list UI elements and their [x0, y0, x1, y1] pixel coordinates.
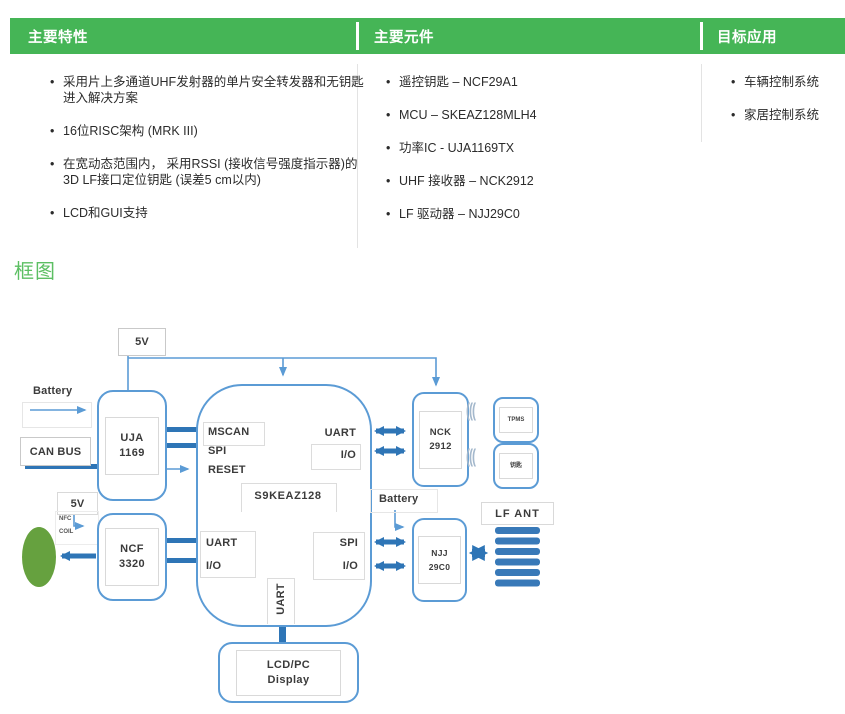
battery-bottom-arrow	[394, 510, 405, 531]
uja1169-label-box: UJA 1169	[105, 416, 159, 475]
can-bus-label: CAN BUS	[20, 437, 91, 466]
njj29c0-chip: NJJ 29C0	[412, 518, 467, 602]
mcu-pin-io-right-top: I/O	[340, 449, 356, 461]
can-bus-text: CAN BUS	[29, 445, 82, 458]
header-separator	[700, 22, 703, 50]
ncf3320-chip: NCF 3320	[97, 513, 167, 601]
nfc-coil-ellipse	[22, 527, 56, 587]
block-diagram-title: 框图	[14, 261, 56, 283]
chip-name-line: NCF	[120, 543, 144, 555]
list-item: 家居控制系统	[731, 107, 841, 123]
list-item: 功率IC - UJA1169TX	[386, 140, 676, 156]
mcu-pin-io-left: I/O	[206, 560, 222, 572]
list-item: LF 驱动器 – NJJ29C0	[386, 206, 676, 222]
lf-ant-text: LF ANT	[495, 507, 540, 520]
mcu-pin-spi-bottom: SPI	[339, 537, 358, 549]
chip-name-line: 1169	[119, 446, 145, 459]
features-list: 采用片上多通道UHF发射器的单片安全转发器和无钥匙进入解决方案 16位RISC架…	[50, 74, 372, 221]
list-item: 采用片上多通道UHF发射器的单片安全转发器和无钥匙进入解决方案	[50, 74, 372, 106]
fob-label-box: 钥匙	[499, 453, 533, 479]
chip-name-line: 3320	[118, 558, 146, 570]
mcu-pin-uart-bottom: UART	[275, 583, 287, 615]
header-title-components: 主要元件	[374, 29, 434, 46]
power-5v-bottom-label: 5V	[57, 492, 98, 515]
fob-tpms-box: TPMS	[493, 397, 539, 443]
ncf-mcu-bus	[162, 538, 197, 563]
chip-name-line: UJA	[120, 431, 144, 444]
column-divider	[701, 64, 702, 142]
list-item: MCU – SKEAZ128MLH4	[386, 107, 676, 123]
lf-ant-label: LF ANT	[481, 502, 554, 525]
lf-antenna-bars	[495, 527, 540, 587]
nfc-coil-line1: NFC	[59, 516, 72, 522]
chip-name-line: NCK	[429, 426, 452, 438]
njj29c0-label-box: NJJ 29C0	[418, 536, 461, 584]
mcu-nck-arrows	[374, 426, 406, 456]
nck2912-label-box: NCK 2912	[419, 410, 462, 469]
header-title-features: 主要特性	[28, 29, 88, 46]
battery-top-box	[22, 402, 92, 428]
chip-name-line: NJJ	[431, 548, 448, 558]
fob-label: 钥匙	[509, 462, 522, 469]
header-title-applications: 目标应用	[717, 29, 777, 46]
chip-name-line: 2912	[429, 440, 452, 452]
uja1169-chip: UJA 1169	[97, 390, 167, 501]
mcu-pin-io-right-bottom: I/O	[342, 560, 358, 572]
battery-top-label: Battery	[33, 385, 73, 397]
list-item: 车辆控制系统	[731, 74, 841, 90]
applications-list: 车辆控制系统 家居控制系统	[731, 74, 841, 123]
mcu-njj-arrows	[374, 537, 406, 571]
ncf3320-label-box: NCF 3320	[105, 528, 159, 586]
mcu-pin-uart-left: UART	[206, 537, 238, 549]
power-5v-bottom-text: 5V	[70, 497, 85, 510]
mcu-pin-uart-right: UART	[324, 427, 356, 439]
list-item: LCD和GUI支持	[50, 205, 372, 221]
list-item: 遥控钥匙 – NCF29A1	[386, 74, 676, 90]
power-5v-top-label: 5V	[118, 328, 166, 356]
power-5v-top-text: 5V	[135, 336, 149, 348]
chip-name-line: 29C0	[428, 562, 451, 572]
mcu-pin-reset: RESET	[208, 464, 246, 476]
nck2912-chip: NCK 2912	[412, 392, 469, 487]
fob-label-box: TPMS	[499, 407, 533, 433]
header-bar	[10, 18, 845, 54]
mcu-block	[196, 384, 372, 627]
fob-key-box: 钥匙	[493, 443, 539, 489]
chip-name-line: LCD/PC	[266, 658, 311, 671]
uja-mcu-bus	[162, 427, 197, 473]
mcu-pin-mscan: MSCAN	[208, 426, 250, 438]
mcu-pin-spi-top: SPI	[208, 445, 227, 457]
fob-label: TPMS	[507, 416, 525, 423]
lcd-pc-display-box: LCD/PC Display	[218, 642, 359, 703]
components-list: 遥控钥匙 – NCF29A1 MCU – SKEAZ128MLH4 功率IC -…	[386, 74, 676, 222]
mcu-name: S9KEAZ128	[254, 490, 322, 502]
lcd-label-box: LCD/PC Display	[236, 649, 341, 696]
list-item: 在宽动态范围内， 采用RSSI (接收信号强度指示器)的3D LF接口定位钥匙 …	[50, 156, 372, 188]
rf-waves-icon: (((	[466, 444, 476, 468]
chip-name-line: Display	[267, 673, 310, 686]
nfc-coil-line2: COIL	[59, 529, 74, 535]
header-separator	[356, 22, 359, 50]
rf-waves-icon: (((	[466, 398, 476, 422]
battery-bottom-label: Battery	[379, 493, 419, 505]
list-item: UHF 接收器 – NCK2912	[386, 173, 676, 189]
list-item: 16位RISC架构 (MRK III)	[50, 123, 372, 139]
